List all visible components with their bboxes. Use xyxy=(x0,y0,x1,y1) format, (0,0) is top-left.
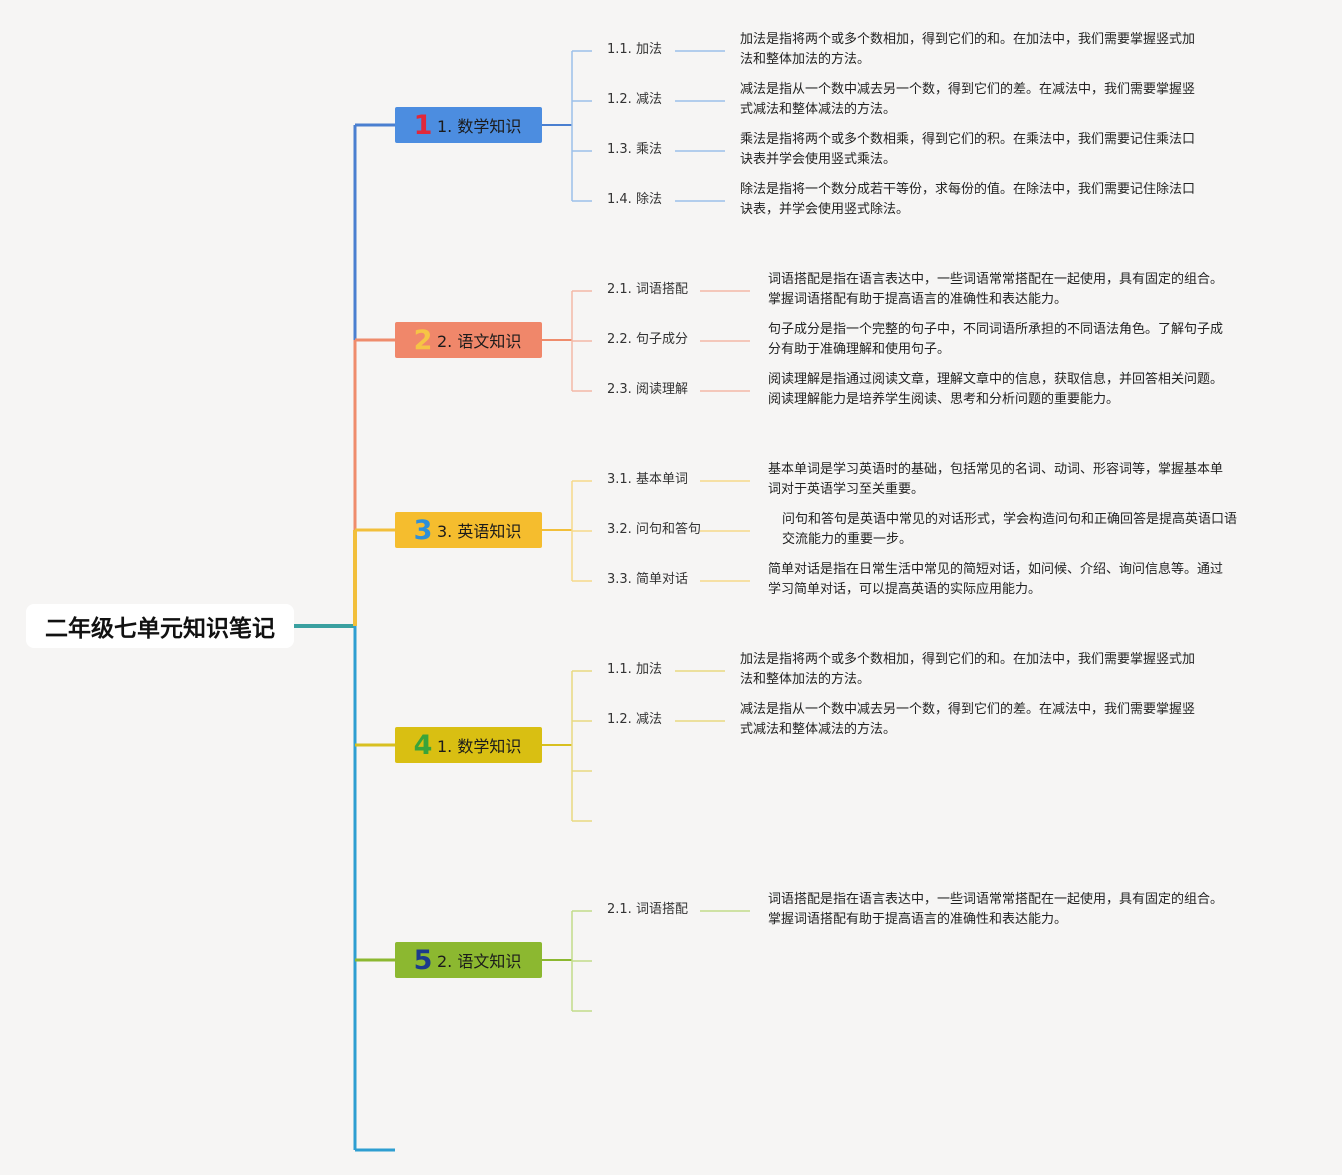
leaf-description: 词语搭配是指在语言表达中，一些词语常常搭配在一起使用，具有固定的组合。掌握词语搭… xyxy=(768,270,1223,310)
root-node[interactable]: 二年级七单元知识笔记 xyxy=(26,604,294,648)
branch-number-badge: 1 xyxy=(413,109,433,141)
branch-label: 1. 数学知识 xyxy=(437,737,522,756)
leaf-description: 问句和答句是英语中常见的对话形式，学会构造问句和正确回答是提高英语口语交流能力的… xyxy=(782,510,1237,550)
branch-label: 2. 语文知识 xyxy=(437,952,522,971)
description-line: 诀表并学会使用竖式乘法。 xyxy=(740,152,897,167)
root-title: 二年级七单元知识笔记 xyxy=(45,616,275,642)
leaf-topic[interactable]: 1.1. 加法 xyxy=(607,42,662,57)
description-line: 基本单词是学习英语时的基础，包括常见的名词、动词、形容词等，掌握基本单 xyxy=(768,462,1224,477)
leaf-description: 基本单词是学习英语时的基础，包括常见的名词、动词、形容词等，掌握基本单词对于英语… xyxy=(768,460,1223,500)
leaf-topic[interactable]: 1.3. 乘法 xyxy=(607,142,662,157)
leaf-description: 减法是指从一个数中减去另一个数，得到它们的差。在减法中，我们需要掌握竖式减法和整… xyxy=(740,700,1195,740)
branch-number-badge: 3 xyxy=(413,514,433,546)
description-line: 句子成分是指一个完整的句子中，不同词语所承担的不同语法角色。了解句子成 xyxy=(768,322,1224,337)
description-line: 交流能力的重要一步。 xyxy=(782,532,913,547)
branch-number-badge: 5 xyxy=(413,944,433,976)
branch-label: 2. 语文知识 xyxy=(437,332,522,351)
branch-label: 1. 数学知识 xyxy=(437,117,522,136)
leaf-description: 阅读理解是指通过阅读文章，理解文章中的信息，获取信息，并回答相关问题。阅读理解能… xyxy=(768,370,1223,410)
leaf-description: 乘法是指将两个或多个数相乘，得到它们的积。在乘法中，我们需要记住乘法口诀表并学会… xyxy=(740,130,1195,170)
description-line: 问句和答句是英语中常见的对话形式，学会构造问句和正确回答是提高英语口语 xyxy=(782,512,1238,527)
description-line: 诀表，并学会使用竖式除法。 xyxy=(740,202,910,217)
description-line: 掌握词语搭配有助于提高语言的准确性和表达能力。 xyxy=(768,912,1068,927)
leaf-topic[interactable]: 3.2. 问句和答句 xyxy=(607,522,701,537)
leaf-topic[interactable]: 1.4. 除法 xyxy=(607,192,662,207)
leaf-topic[interactable]: 1.2. 减法 xyxy=(607,712,662,727)
leaf-description: 句子成分是指一个完整的句子中，不同词语所承担的不同语法角色。了解句子成分有助于准… xyxy=(768,320,1223,360)
description-line: 法和整体加法的方法。 xyxy=(740,672,871,687)
description-line: 简单对话是指在日常生活中常见的简短对话，如问候、介绍、询问信息等。通过 xyxy=(768,562,1224,577)
description-line: 词语搭配是指在语言表达中，一些词语常常搭配在一起使用，具有固定的组合。 xyxy=(768,272,1224,287)
branch-number-badge: 4 xyxy=(413,729,433,761)
leaf-topic[interactable]: 2.1. 词语搭配 xyxy=(607,282,688,297)
leaf-description: 加法是指将两个或多个数相加，得到它们的和。在加法中，我们需要掌握竖式加法和整体加… xyxy=(740,650,1195,690)
description-line: 阅读理解是指通过阅读文章，理解文章中的信息，获取信息，并回答相关问题。 xyxy=(768,372,1224,387)
description-line: 词语搭配是指在语言表达中，一些词语常常搭配在一起使用，具有固定的组合。 xyxy=(768,892,1224,907)
description-line: 加法是指将两个或多个数相加，得到它们的和。在加法中，我们需要掌握竖式加 xyxy=(740,32,1196,47)
leaf-topic[interactable]: 3.3. 简单对话 xyxy=(607,572,688,587)
leaf-description: 词语搭配是指在语言表达中，一些词语常常搭配在一起使用，具有固定的组合。掌握词语搭… xyxy=(768,890,1223,930)
description-line: 减法是指从一个数中减去另一个数，得到它们的差。在减法中，我们需要掌握竖 xyxy=(740,702,1196,717)
description-line: 加法是指将两个或多个数相加，得到它们的和。在加法中，我们需要掌握竖式加 xyxy=(740,652,1196,667)
branch-label: 3. 英语知识 xyxy=(437,522,522,541)
description-line: 法和整体加法的方法。 xyxy=(740,52,871,67)
description-line: 学习简单对话，可以提高英语的实际应用能力。 xyxy=(768,582,1042,597)
description-line: 减法是指从一个数中减去另一个数，得到它们的差。在减法中，我们需要掌握竖 xyxy=(740,82,1196,97)
leaf-description: 简单对话是指在日常生活中常见的简短对话，如问候、介绍、询问信息等。通过学习简单对… xyxy=(768,560,1223,600)
description-line: 分有助于准确理解和使用句子。 xyxy=(768,342,951,357)
leaf-topic[interactable]: 2.2. 句子成分 xyxy=(607,332,688,347)
description-line: 除法是指将一个数分成若干等份，求每份的值。在除法中，我们需要记住除法口 xyxy=(740,182,1196,197)
branch-number-badge: 2 xyxy=(413,324,433,356)
leaf-description: 减法是指从一个数中减去另一个数，得到它们的差。在减法中，我们需要掌握竖式减法和整… xyxy=(740,80,1195,120)
leaf-topic[interactable]: 1.1. 加法 xyxy=(607,662,662,677)
description-line: 乘法是指将两个或多个数相乘，得到它们的积。在乘法中，我们需要记住乘法口 xyxy=(740,132,1196,147)
description-line: 式减法和整体减法的方法。 xyxy=(740,102,897,117)
leaf-topic[interactable]: 1.2. 减法 xyxy=(607,92,662,107)
description-line: 词对于英语学习至关重要。 xyxy=(768,482,925,497)
leaf-topic[interactable]: 3.1. 基本单词 xyxy=(607,472,688,487)
leaf-description: 加法是指将两个或多个数相加，得到它们的和。在加法中，我们需要掌握竖式加法和整体加… xyxy=(740,30,1195,70)
leaf-topic[interactable]: 2.1. 词语搭配 xyxy=(607,902,688,917)
leaf-description: 除法是指将一个数分成若干等份，求每份的值。在除法中，我们需要记住除法口诀表，并学… xyxy=(740,180,1195,220)
description-line: 掌握词语搭配有助于提高语言的准确性和表达能力。 xyxy=(768,292,1068,307)
leaf-topic[interactable]: 2.3. 阅读理解 xyxy=(607,382,688,397)
description-line: 阅读理解能力是培养学生阅读、思考和分析问题的重要能力。 xyxy=(768,392,1120,407)
description-line: 式减法和整体减法的方法。 xyxy=(740,722,897,737)
